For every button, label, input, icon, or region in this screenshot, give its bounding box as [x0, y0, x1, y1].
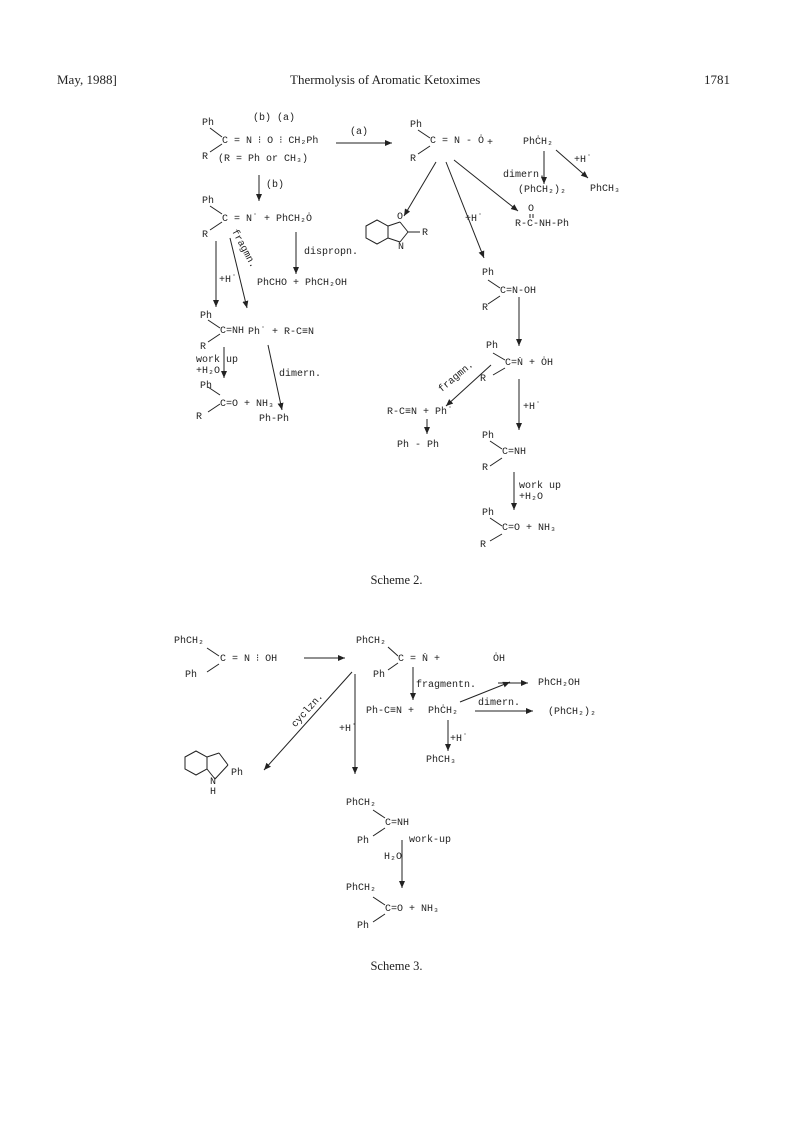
page-number: 1781 — [704, 72, 730, 87]
label-r: R — [482, 303, 489, 314]
substituent-condition: (R = Ph or CH₃) — [218, 154, 309, 165]
ketimine: C=NH — [385, 818, 410, 829]
phenyl-radical-nitrile: Ph˙ + R-C≡N — [248, 327, 315, 338]
label-ph: Ph — [200, 381, 213, 392]
ketimine: C=NH — [220, 326, 245, 337]
water-label: +H₂O — [196, 366, 221, 377]
label-b-a: (b) (a) — [253, 113, 296, 124]
scheme-2-caption: Scheme 2. — [370, 573, 423, 587]
benzyl-radical: PhĊH₂ — [428, 706, 459, 717]
benzoxazole-o: O — [397, 212, 404, 223]
label-r: R — [410, 154, 417, 165]
water-label: +H₂O — [519, 492, 544, 503]
dimerization-label: dimern. — [478, 698, 521, 709]
oxime: C = N ⁝ OH — [220, 654, 278, 665]
iminyl-radical: C = N˙ + PhCH₂Ȯ — [222, 214, 313, 225]
benzoxazole-n: N — [398, 242, 405, 253]
label-r: R — [202, 230, 209, 241]
benzyl-substituent: PhCH₂ — [356, 636, 387, 647]
dimerization-label: dimern. — [279, 369, 322, 380]
label-r: R — [202, 152, 209, 163]
h-abstraction-label: +H˙ — [339, 724, 358, 735]
water-label: H₂O — [384, 852, 403, 863]
bibenzyl: (PhCH₂)₂ — [518, 185, 567, 196]
label-ph: Ph — [357, 836, 370, 847]
label-r: R — [200, 342, 207, 353]
running-head-left: May, 1988] — [57, 72, 117, 87]
amide-oxygen: O — [528, 204, 535, 215]
indole-h: H — [210, 787, 217, 798]
h-abstraction-label: +H˙ — [450, 734, 469, 745]
h-abstraction-label: +H˙ — [574, 155, 593, 166]
indole-n: N — [210, 777, 217, 788]
toluene: PhCH₃ — [426, 755, 457, 766]
disproportionation-label: dispropn. — [304, 247, 359, 258]
benzyl-radical: PhĊH₂ — [523, 137, 554, 148]
iminoxyl-radical: C = N - Ȯ — [430, 136, 485, 147]
label-r: R — [480, 540, 487, 551]
h-abstraction-label: +H˙ — [523, 402, 542, 413]
hydroxyl-radical: ȮH — [493, 654, 506, 665]
running-head-title: Thermolysis of Aromatic Ketoximes — [290, 72, 481, 87]
benzyl-substituent: PhCH₂ — [174, 636, 205, 647]
scheme-3-caption: Scheme 3. — [370, 959, 423, 973]
label-ph: Ph — [373, 670, 386, 681]
path-b-label: (b) — [266, 180, 285, 191]
benzoxazole-r: R — [422, 228, 429, 239]
nitrile-phenyl-radical: R-C≡N + Ph˙ — [387, 407, 454, 418]
oxime-ether: C = N ⁝ O ⁝ CH₂Ph — [222, 136, 319, 147]
ketimine: C=NH — [502, 447, 527, 458]
iminyl-hydroxyl-radicals: C=Ṅ + ȮH — [505, 358, 554, 369]
label-r: R — [196, 412, 203, 423]
bibenzyl: (PhCH₂)₂ — [548, 707, 597, 718]
label-ph: Ph — [410, 120, 423, 131]
benzyl-substituent: PhCH₂ — [346, 883, 377, 894]
label-r: R — [480, 374, 487, 385]
fragmentation-label: fragmentn. — [416, 680, 477, 691]
path-a-label: (a) — [350, 127, 369, 138]
h-abstraction-label: +H˙ — [465, 214, 484, 225]
toluene: PhCH₃ — [590, 184, 621, 195]
biphenyl: Ph - Ph — [397, 440, 440, 451]
dimerization-label: dimern. — [503, 170, 546, 181]
workup-label: work-up — [409, 835, 452, 846]
ketone-ammonia: C=O + NH₃ — [502, 523, 557, 534]
anilide: R-C-NH-Ph — [515, 219, 570, 230]
label-ph: Ph — [486, 341, 499, 352]
h-abstraction-label: +H˙ — [219, 275, 238, 286]
workup-label: work up — [196, 355, 239, 366]
benzonitrile: Ph-C≡N + — [366, 706, 415, 717]
label-ph: Ph — [200, 311, 213, 322]
label-ph: Ph — [482, 431, 495, 442]
iminyl-radical: C = Ṅ + — [398, 654, 441, 665]
label-ph: Ph — [357, 921, 370, 932]
benzyl-alcohol: PhCH₂OH — [538, 678, 581, 689]
biphenyl: Ph-Ph — [259, 414, 290, 425]
label-ph: Ph — [482, 268, 495, 279]
label-ph: Ph — [202, 196, 215, 207]
ketoxime: C=N-OH — [500, 286, 537, 297]
ketone-ammonia: C=O + NH₃ — [385, 904, 440, 915]
indole-phenyl: Ph — [231, 768, 244, 779]
benzyl-substituent: PhCH₂ — [346, 798, 377, 809]
label-ph: Ph — [482, 508, 495, 519]
ketone-ammonia: C=O + NH₃ — [220, 399, 275, 410]
label-ph: Ph — [185, 670, 198, 681]
benzaldehyde-benzyl-alcohol: PhCHO + PhCH₂OH — [257, 278, 348, 289]
label-r: R — [482, 463, 489, 474]
plus-sign: + — [487, 138, 494, 149]
label-ph: Ph — [202, 118, 215, 129]
workup-label: work up — [519, 481, 562, 492]
